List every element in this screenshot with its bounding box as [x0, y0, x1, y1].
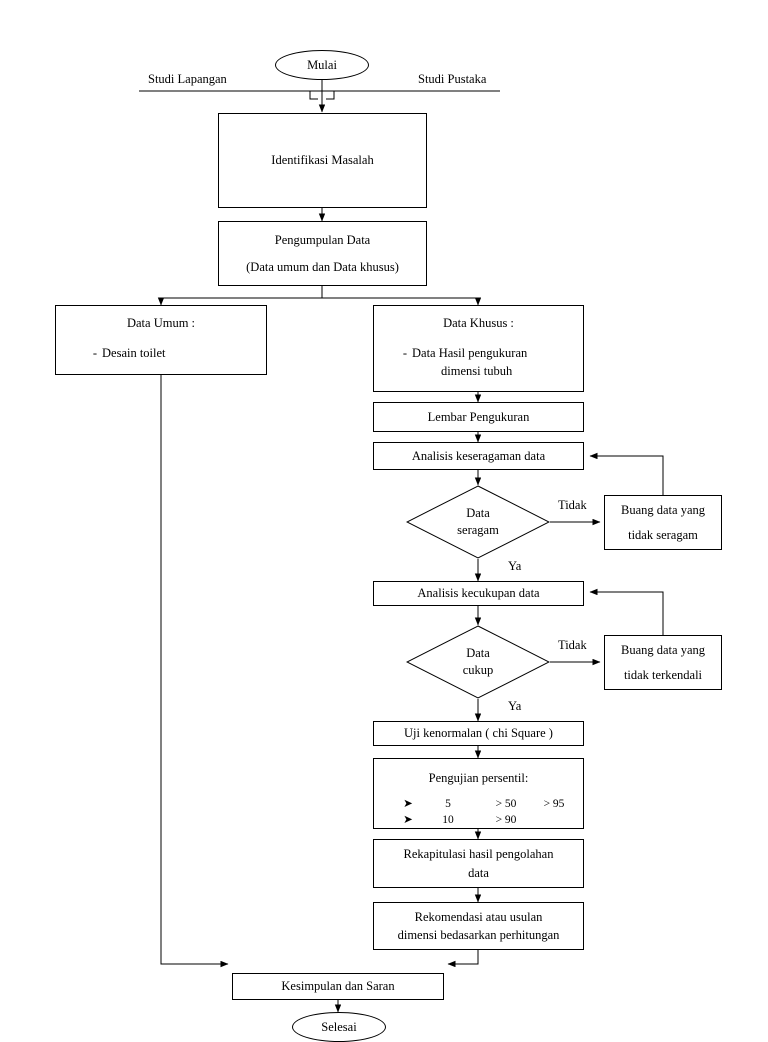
decision-seragam-line2: seragam: [457, 523, 499, 537]
node-data-khusus-title: Data Khusus :: [443, 316, 514, 330]
persentil-row-1: ➤ 5 > 50 > 95: [374, 797, 574, 813]
node-decision-data-cukup-label: Data cukup: [406, 625, 550, 699]
node-rekomendasi-line1: Rekomendasi atau usulan: [414, 909, 543, 924]
node-pengumpulan-line2: (Data umum dan Data khusus): [246, 260, 399, 274]
node-data-umum-bullet-text: Desain toilet: [102, 346, 166, 361]
node-data-khusus[interactable]: Data Khusus : - Data Hasil pengukuran di…: [373, 305, 584, 392]
decision-seragam-line1: Data: [466, 505, 490, 520]
node-data-umum-bullet: - Desain toilet: [66, 344, 256, 362]
node-decision-data-cukup[interactable]: Data cukup: [406, 625, 550, 699]
decision-cukup-line1: Data: [466, 645, 490, 660]
arrow-bullet-icon: ➤: [403, 798, 413, 811]
node-data-khusus-bullet-line1: Data Hasil pengukuran: [412, 346, 528, 361]
persentil-row-1-b: > 50: [495, 798, 517, 811]
decision-cukup-line2: cukup: [462, 663, 494, 677]
node-selesai[interactable]: Selesai: [292, 1012, 386, 1042]
node-buang-terkendali-line2: tidak terkendali: [623, 667, 703, 682]
node-rekapitulasi-line1: Rekapitulasi hasil pengolahan: [403, 847, 554, 862]
edge-label-tidak-2: Tidak: [558, 638, 587, 652]
node-identifikasi-masalah[interactable]: Identifikasi Masalah: [218, 113, 427, 208]
node-rekapitulasi[interactable]: Rekapitulasi hasil pengolahan data: [373, 839, 584, 888]
node-rekomendasi[interactable]: Rekomendasi atau usulan dimensi bedasark…: [373, 902, 584, 950]
persentil-row-2-c: [534, 813, 574, 829]
node-kesimpulan-dan-saran[interactable]: Kesimpulan dan Saran: [232, 973, 444, 1000]
node-analisis-kecukupan-label: Analisis kecukupan data: [417, 586, 540, 601]
node-data-umum-title: Data Umum :: [126, 316, 196, 330]
node-buang-terkendali-line1: Buang data yang: [620, 643, 705, 658]
persentil-row-1-a: 5: [445, 798, 451, 811]
node-pengumpulan-data[interactable]: Pengumpulan Data (Data umum dan Data khu…: [218, 221, 427, 286]
node-uji-kenormalan-label: Uji kenormalan ( chi Square ): [404, 726, 553, 741]
node-start-label: Mulai: [307, 57, 337, 72]
node-buang-seragam-line2: tidak seragam: [628, 527, 698, 542]
persentil-row-2-a: 10: [442, 813, 454, 826]
node-identifikasi-label: Identifikasi Masalah: [271, 153, 374, 168]
node-buang-data-tidak-seragam[interactable]: Buang data yang tidak seragam: [604, 495, 722, 550]
edge-label-ya-1: Ya: [508, 559, 522, 573]
node-rekapitulasi-line2: data: [468, 865, 489, 880]
edge-label-ya-2: Ya: [508, 699, 522, 713]
bullet-dash: -: [402, 346, 408, 361]
node-pengujian-persentil-title: Pengujian persentil:: [428, 771, 529, 785]
node-data-umum[interactable]: Data Umum : - Desain toilet: [55, 305, 267, 375]
node-data-khusus-bullet: - Data Hasil pengukuran dimensi tubuh: [384, 344, 573, 380]
persentil-row-2-b: > 90: [495, 813, 517, 826]
node-analisis-keseragaman-label: Analisis keseragaman data: [411, 448, 546, 463]
node-lembar-label: Lembar Pengukuran: [427, 409, 530, 424]
node-decision-data-seragam-label: Data seragam: [406, 485, 550, 559]
node-kesimpulan-label: Kesimpulan dan Saran: [281, 979, 395, 994]
node-analisis-keseragaman[interactable]: Analisis keseragaman data: [373, 442, 584, 470]
node-selesai-label: Selesai: [321, 1019, 357, 1034]
persentil-row-1-c: > 95: [543, 798, 565, 811]
diamond-shape-icon: [406, 625, 550, 699]
node-buang-seragam-line1: Buang data yang: [620, 503, 705, 518]
node-decision-data-seragam[interactable]: Data seragam: [406, 485, 550, 559]
node-analisis-kecukupan[interactable]: Analisis kecukupan data: [373, 581, 584, 606]
label-studi-lapangan: Studi Lapangan: [148, 72, 227, 86]
persentil-row-2: ➤ 10 > 90: [374, 813, 574, 829]
edge-label-tidak-1: Tidak: [558, 498, 587, 512]
label-studi-pustaka: Studi Pustaka: [418, 72, 487, 86]
node-pengumpulan-line1: Pengumpulan Data: [274, 232, 371, 247]
node-uji-kenormalan[interactable]: Uji kenormalan ( chi Square ): [373, 721, 584, 746]
node-start[interactable]: Mulai: [275, 50, 369, 80]
arrow-bullet-icon: ➤: [403, 813, 413, 826]
bullet-dash: -: [92, 346, 98, 361]
diamond-shape-icon: [406, 485, 550, 559]
node-lembar-pengukuran[interactable]: Lembar Pengukuran: [373, 402, 584, 432]
node-rekomendasi-line2: dimensi bedasarkan perhitungan: [397, 928, 560, 942]
node-pengujian-persentil[interactable]: Pengujian persentil: ➤ 5 > 50 > 95 ➤ 10 …: [373, 758, 584, 829]
node-buang-data-tidak-terkendali[interactable]: Buang data yang tidak terkendali: [604, 635, 722, 690]
node-data-khusus-bullet-line2: dimensi tubuh: [441, 364, 513, 379]
